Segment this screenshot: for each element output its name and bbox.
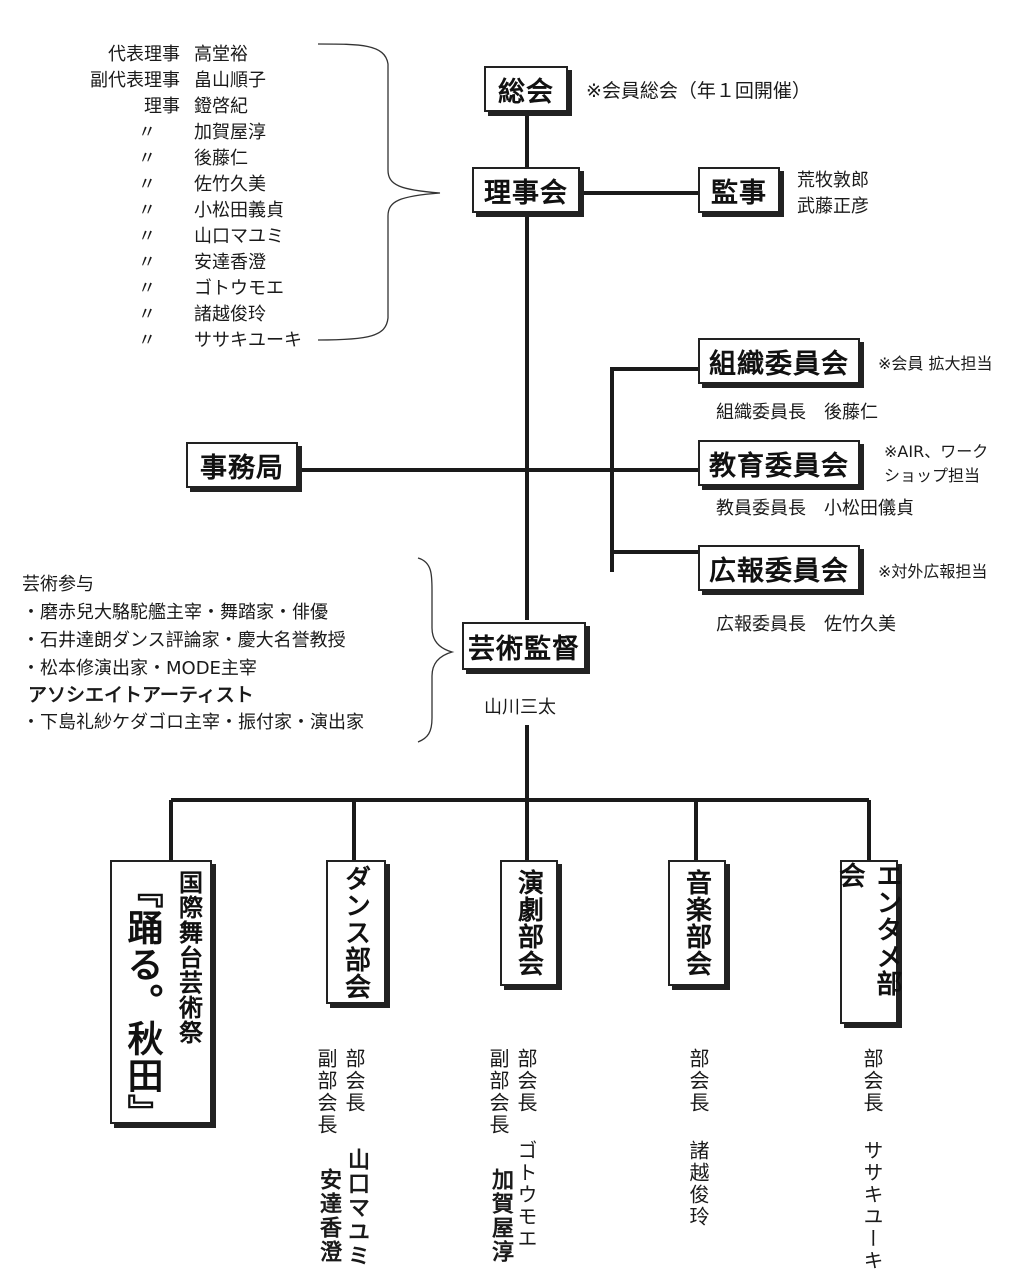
entame-division-box: エンタメ部会: [835, 860, 902, 1024]
board-name: 加賀屋淳: [194, 122, 266, 143]
board-title: 〃: [138, 226, 156, 247]
dance-division-box: ダンス部会: [326, 860, 386, 1004]
education-committee-chair: 教員委員長 小松田儀貞: [716, 498, 914, 519]
board-name: 佐竹久美: [194, 174, 266, 195]
dance-deputy-title: 副部会長: [314, 1048, 338, 1136]
board-name: 鐙啓紀: [194, 96, 248, 117]
dance-head-name: 山口マユミ: [344, 1148, 369, 1268]
artistic-director-name: 山川三太: [484, 697, 556, 718]
auditor-name: 武藤正彦: [797, 196, 869, 217]
board-name: 後藤仁: [194, 148, 248, 169]
board-members-brace: [317, 43, 441, 341]
advisor-item: ・磨赤兒大駱駝艦主宰・舞踏家・俳優: [22, 602, 328, 623]
board-title: 〃: [138, 252, 156, 273]
entame-head-name: ササキユーキ: [860, 1140, 884, 1272]
board-name: 小松田義貞: [194, 200, 284, 221]
board-title: 〃: [138, 330, 156, 351]
board-title: 〃: [138, 122, 156, 143]
theatre-head-name: ゴトウモエ: [514, 1140, 538, 1250]
auditor-box: 監事: [698, 167, 780, 213]
pr-committee-note: ※対外広報担当: [878, 562, 988, 581]
organization-committee-note: ※会員 拡大担当: [878, 354, 993, 373]
board-title: 理事: [144, 96, 180, 117]
pr-committee-chair: 広報委員長 佐竹久美: [716, 614, 896, 635]
theatre-head-title: 部会長: [514, 1048, 538, 1114]
theatre-division-box: 演劇部会: [500, 860, 558, 986]
festival-name-line2: 『踊る。秋田』: [121, 872, 163, 1131]
board-name: 山口マユミ: [194, 226, 284, 247]
board-name: 安達香澄: [194, 252, 266, 273]
general-assembly-box: 総会: [484, 66, 568, 112]
secretariat-box: 事務局: [186, 442, 298, 488]
festival-box: 国際舞台芸術祭 『踊る。秋田』: [110, 860, 212, 1131]
board-name: 高堂裕: [194, 44, 248, 65]
board-title: 代表理事: [108, 44, 180, 65]
advisor-item: ・松本修演出家・MODE主宰: [22, 658, 257, 679]
board-title: 〃: [138, 200, 156, 221]
festival-name-line1: 国際舞台芸術祭: [174, 870, 203, 1045]
board-name: ササキユーキ: [194, 330, 302, 351]
board-title: 〃: [138, 174, 156, 195]
theatre-deputy-name: 加賀屋淳: [488, 1168, 513, 1264]
music-head-name: 諸越俊玲: [686, 1140, 710, 1228]
board-name: ゴトウモエ: [194, 278, 284, 299]
entame-head-title: 部会長: [860, 1048, 884, 1114]
theatre-deputy-title: 副部会長: [486, 1048, 510, 1136]
advisor-item: ・石井達朗ダンス評論家・慶大名誉教授: [22, 630, 346, 651]
artistic-director-box: 芸術監督: [462, 622, 586, 670]
auditor-name: 荒牧敦郎: [797, 170, 869, 191]
organization-committee-chair: 組織委員長 後藤仁: [716, 402, 878, 423]
associate-artist-item: ・下島礼紗ケダゴロ主宰・振付家・演出家: [22, 712, 364, 733]
dance-deputy-name: 安達香澄: [316, 1168, 341, 1264]
advisors-heading: 芸術参与: [22, 574, 94, 595]
music-division-box: 音楽部会: [668, 860, 726, 986]
advisors-brace: [417, 557, 455, 743]
board-title: 副代表理事: [90, 70, 180, 91]
dance-head-title: 部会長: [342, 1048, 366, 1114]
board-title: 〃: [138, 278, 156, 299]
board-title: 〃: [138, 148, 156, 169]
education-committee-note-line: ※AIR、ワーク: [884, 442, 989, 461]
board-title: 〃: [138, 304, 156, 325]
education-committee-box: 教育委員会: [698, 440, 860, 486]
board-meeting-box: 理事会: [472, 167, 580, 213]
organization-committee-box: 組織委員会: [698, 338, 860, 384]
associate-artist-heading: アソシエイトアーティスト: [28, 684, 254, 706]
board-name: 畠山順子: [194, 70, 266, 91]
pr-committee-box: 広報委員会: [698, 545, 860, 591]
education-committee-note-line: ショップ担当: [884, 466, 981, 485]
general-assembly-note: ※会員総会（年１回開催）: [586, 80, 811, 102]
board-name: 諸越俊玲: [194, 304, 266, 325]
music-head-title: 部会長: [686, 1048, 710, 1114]
